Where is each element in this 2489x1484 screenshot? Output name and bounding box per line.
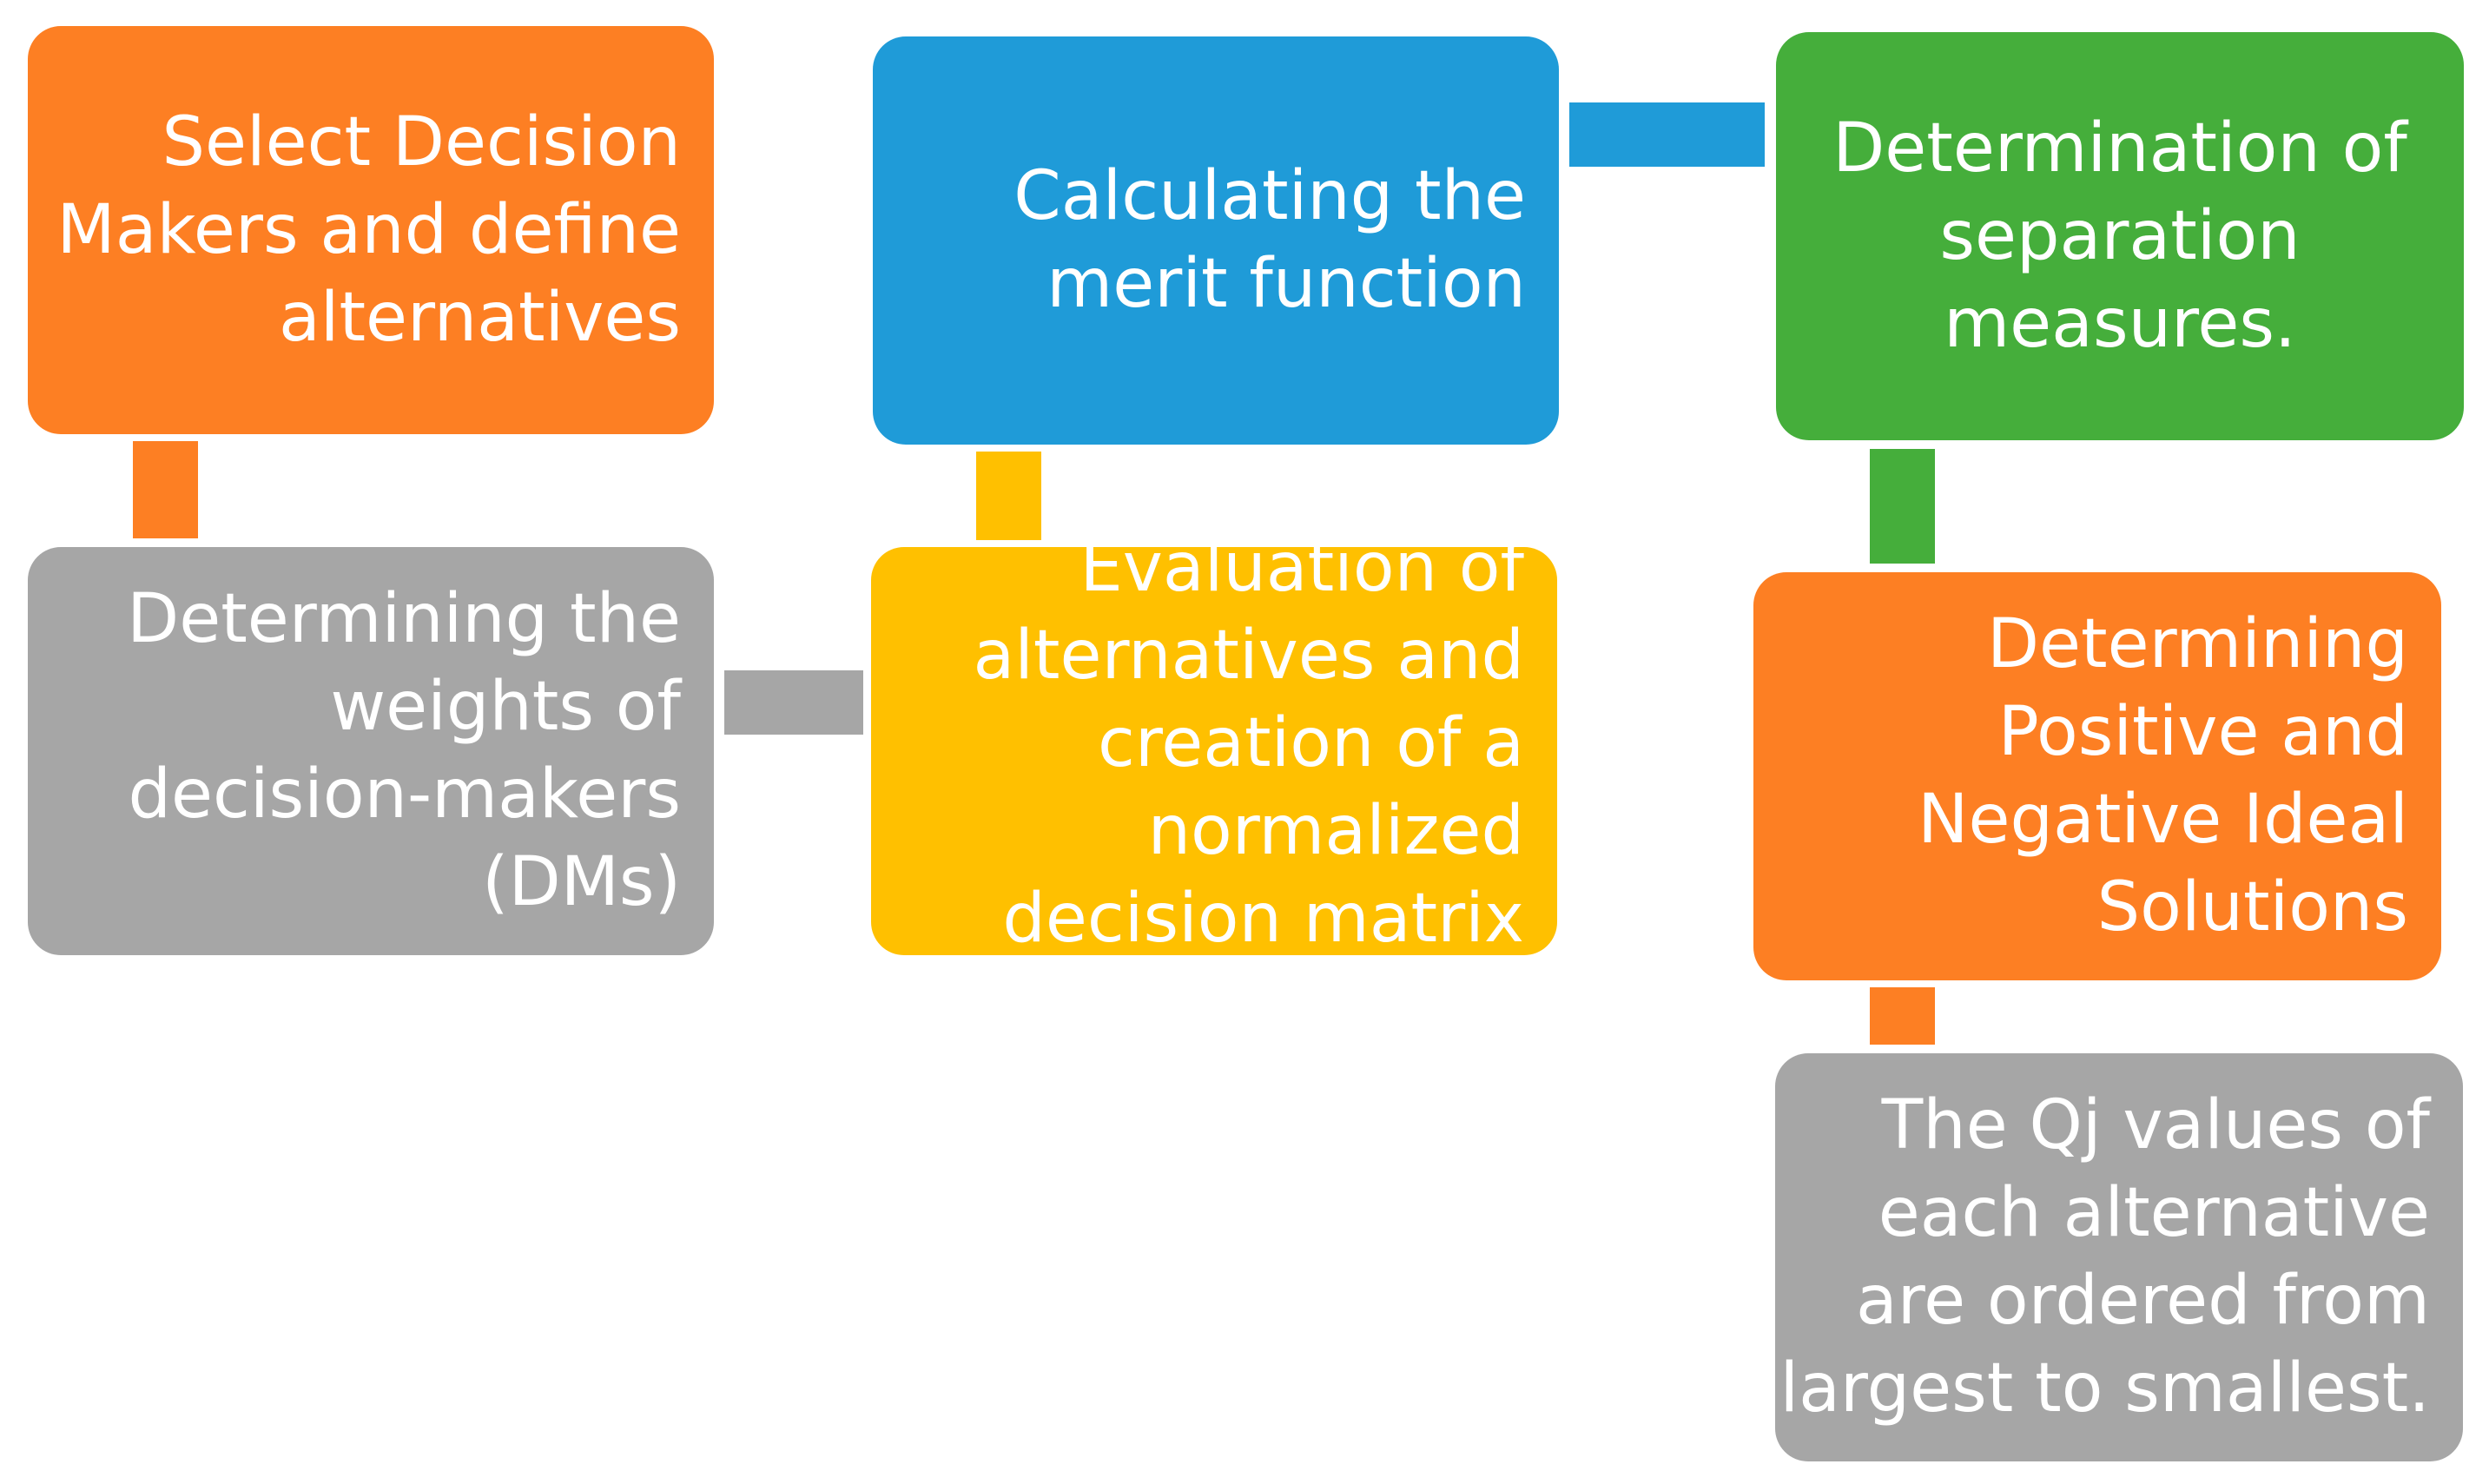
step-text-line: measures.	[1944, 284, 2296, 363]
step-text-line: Negative Ideal	[1918, 781, 2408, 859]
step-text-line: Positive and	[1997, 693, 2408, 771]
step-evaluation-normalized-matrix: Evaluation of alternatives and creation …	[871, 547, 1557, 955]
step-text-line: decision matrix	[1002, 879, 1524, 956]
step-text-line: Select Decision	[162, 102, 682, 181]
step-text-line: normalized	[1147, 791, 1524, 870]
step-text-line: alternatives	[278, 278, 681, 357]
step-text-line: creation of a	[1097, 703, 1524, 782]
step-text-line: are ordered from	[1855, 1262, 2430, 1340]
step-text-line: each alternative	[1878, 1174, 2430, 1252]
step-text-line: alternatives and	[973, 616, 1524, 695]
step-text-line: weights of	[330, 668, 681, 746]
step-text-line: merit function	[1046, 245, 1526, 323]
step-select-decision-makers: Select Decision Makers and define altern…	[28, 26, 714, 434]
connector-select-to-weights	[133, 441, 198, 538]
step-text-line: Determining	[1986, 605, 2408, 683]
step-text-line: decision-makers	[128, 755, 681, 834]
step-text-line: The Qj values of	[1881, 1086, 2430, 1164]
step-text-line: Makers and define	[56, 190, 681, 269]
connector-evaluation-to-merit	[976, 452, 1041, 540]
step-ideal-solutions: Determining Positive and Negative Ideal …	[1753, 572, 2441, 980]
step-text-line: Solutions	[2096, 868, 2408, 946]
step-calculate-merit-function: Calculating the merit function	[873, 36, 1559, 445]
connector-merit-to-separation	[1569, 102, 1765, 167]
step-separation-measures: Determination of separation measures.	[1776, 32, 2464, 440]
step-order-qj-values: The Qj values of each alternative are or…	[1775, 1053, 2463, 1461]
step-text-line: Evaluation of	[1079, 547, 1524, 607]
step-determine-weights: Determining the weights of decision-make…	[28, 547, 714, 955]
connector-weights-to-evaluation	[724, 670, 863, 735]
step-text-line: Determining the	[127, 580, 681, 658]
step-text-line: largest to smallest.	[1779, 1349, 2430, 1428]
connector-ideal-to-ordering	[1870, 987, 1935, 1045]
step-text-line: Calculating the	[1013, 157, 1526, 235]
connector-separation-to-ideal	[1870, 449, 1935, 564]
step-text-line: (DMs)	[482, 843, 681, 921]
step-text-line: separation	[1939, 196, 2301, 275]
step-text-line: Determination of	[1832, 109, 2407, 188]
